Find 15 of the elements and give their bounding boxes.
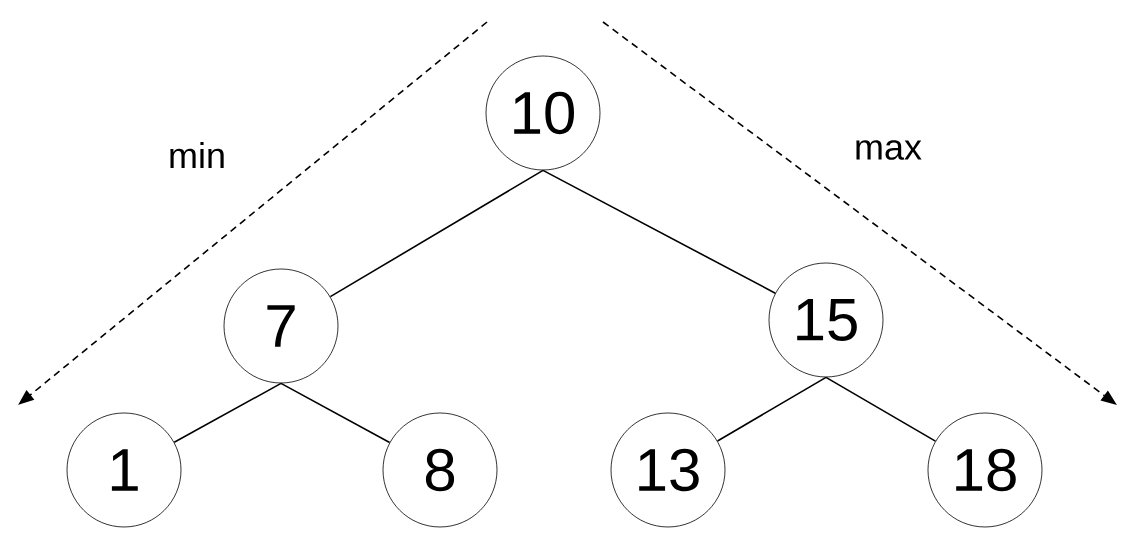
tree-edge bbox=[716, 376, 827, 442]
tree-node: 18 bbox=[927, 412, 1043, 528]
tree-node: 10 bbox=[485, 55, 601, 171]
direction-label: max bbox=[856, 140, 922, 160]
tree-node: 13 bbox=[610, 412, 726, 528]
direction-label: min bbox=[170, 141, 224, 169]
tree-node: 8 bbox=[382, 412, 498, 528]
tree-edge bbox=[173, 382, 282, 444]
tree-node: 7 bbox=[223, 268, 339, 384]
tree-edge bbox=[542, 169, 777, 294]
tree-node: 1 bbox=[66, 412, 182, 528]
tree-node: 15 bbox=[768, 262, 884, 378]
tree-edge bbox=[280, 382, 391, 444]
tree-edge bbox=[329, 169, 544, 298]
tree-edge bbox=[825, 376, 937, 442]
